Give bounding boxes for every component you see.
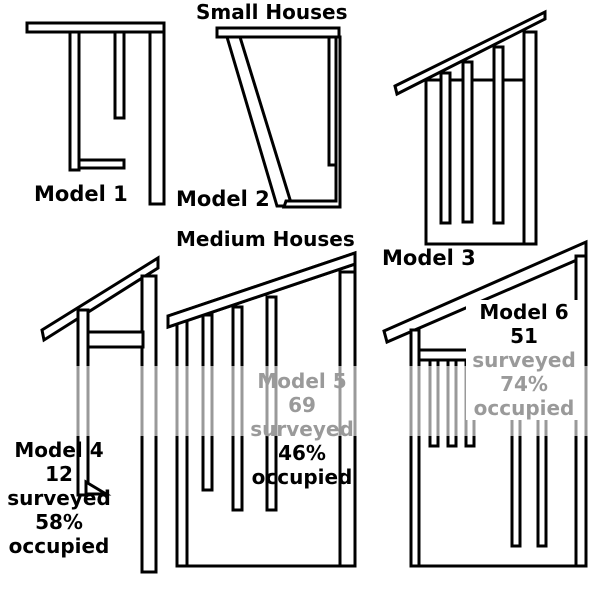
model-3-slat-4 xyxy=(522,30,538,246)
model-5-label: Model 5 xyxy=(257,369,347,393)
model-3-drawing xyxy=(393,9,547,246)
model-1-post-middle xyxy=(113,30,126,120)
model-6-stats: Model 6 51 surveyed 74% occupied xyxy=(466,300,582,420)
model-5-surveyed-count: 69 xyxy=(288,393,316,417)
model-4-occupied-pct: 58% xyxy=(35,510,83,534)
model-5-surveyed-label: surveyed xyxy=(250,417,354,441)
model-3-slat-3 xyxy=(492,45,505,225)
model-2-roof xyxy=(215,26,341,39)
model-4-occupied-label: occupied xyxy=(8,534,110,558)
model-5-occupied-pct: 46% xyxy=(278,441,326,465)
model-1-post-right xyxy=(148,30,166,206)
model-2-brace xyxy=(224,35,295,208)
medium-houses-title: Medium Houses xyxy=(176,227,355,251)
model-1-rail xyxy=(77,158,126,170)
model-3-roof xyxy=(393,9,547,97)
model-6-surveyed-label: surveyed xyxy=(472,348,576,372)
model-2-inner-post xyxy=(327,35,338,167)
model-1-drawing xyxy=(25,21,166,206)
model-5-roof-top xyxy=(166,250,357,330)
small-houses-title: Small Houses xyxy=(196,0,348,24)
model-6-occupied-pct: 74% xyxy=(500,372,548,396)
model-4-foot xyxy=(84,479,112,496)
model-2-drawing xyxy=(215,26,342,209)
model-4-label: Model 4 xyxy=(14,438,104,462)
model-1-roof xyxy=(25,21,166,34)
model-2-back-post xyxy=(281,35,342,209)
model-3-label: Model 3 xyxy=(382,246,476,270)
model-4-surveyed-count: 12 xyxy=(45,462,73,486)
model-3-slat-2 xyxy=(461,60,474,224)
model-6-occupied-label: occupied xyxy=(473,396,575,420)
model-3-slat-1 xyxy=(439,71,452,225)
model-5-post-1 xyxy=(175,318,189,568)
model-5-occupied-label: occupied xyxy=(251,465,353,489)
model-5-stats: Model 5 69 surveyed 46% occupied xyxy=(244,369,360,489)
model-6-post-left xyxy=(409,328,421,568)
model-4-surveyed-label: surveyed xyxy=(7,486,111,510)
model-2-label: Model 2 xyxy=(176,187,270,211)
model-4-roof xyxy=(40,255,160,343)
model-1-post-left xyxy=(68,30,81,172)
model-6-label: Model 6 xyxy=(479,300,569,324)
model-6-surveyed-count: 51 xyxy=(510,324,538,348)
model-4-beam xyxy=(86,330,145,349)
model-4-stats: Model 4 12 surveyed 58% occupied xyxy=(2,438,116,558)
model-1-label: Model 1 xyxy=(34,182,128,206)
